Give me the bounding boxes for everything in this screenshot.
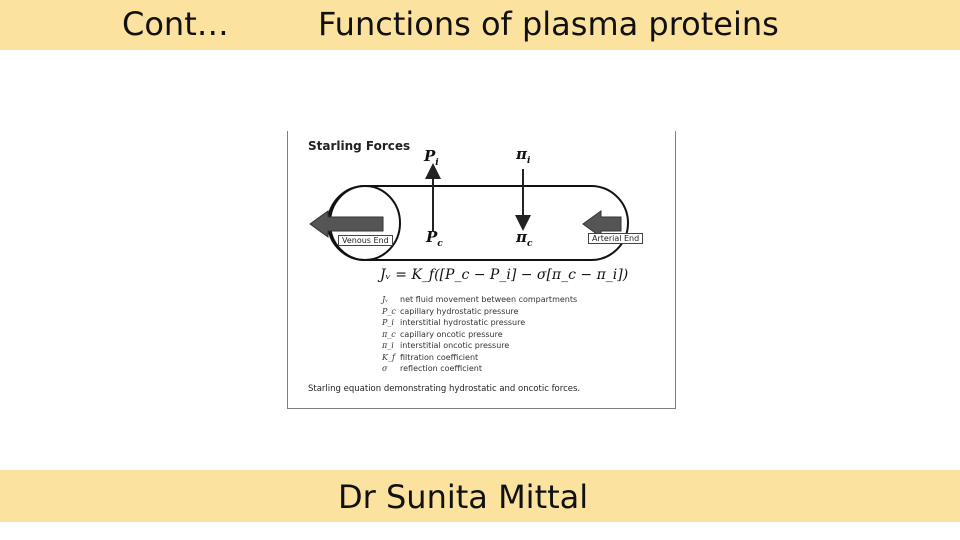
venous-end-label: Venous End [338,235,393,246]
header-band [0,0,960,50]
author-name: Dr Sunita Mittal [338,478,589,516]
figure-title: Starling Forces [308,139,411,153]
capillary-oncotic-symbol: πc [516,228,533,249]
capillary-diagram [309,163,629,261]
capillary-hydrostatic-symbol: Pc [426,228,443,249]
interstitial-hydrostatic-symbol: Pi [424,147,439,168]
continuation-label: Cont… [122,5,229,43]
figure-caption: Starling equation demonstrating hydrosta… [308,384,581,394]
slide-title: Functions of plasma proteins [318,5,779,43]
starling-forces-figure: Starling Forces Pi πi Pc πc Venous End A… [287,131,676,409]
arterial-end-label: Arterial End [588,233,644,244]
interstitial-oncotic-symbol: πi [516,145,531,166]
venous-flow-arrow [309,210,384,238]
starling-equation: Jᵥ = K_f([P_c − P_i] − σ[π_c − π_i]) [380,267,629,283]
arterial-flow-arrow [582,210,622,238]
footer-band [0,470,960,522]
